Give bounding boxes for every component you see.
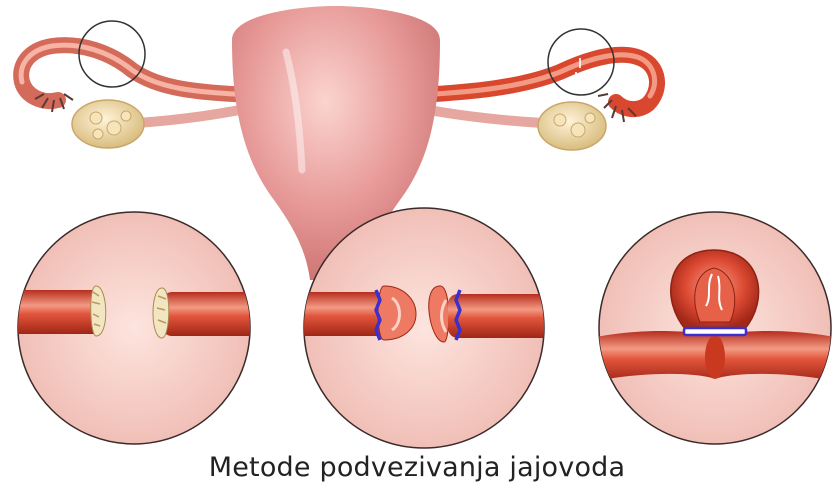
panel-3-ring [590,212,834,444]
figure-caption: Metode podvezivanja jajovoda [0,452,834,483]
right-fallopian-tube [420,55,657,109]
left-tube-segment [0,290,104,334]
panel-1-cut-cauterize [0,212,272,444]
band-clip [684,328,746,335]
right-tube-segment [162,292,272,336]
